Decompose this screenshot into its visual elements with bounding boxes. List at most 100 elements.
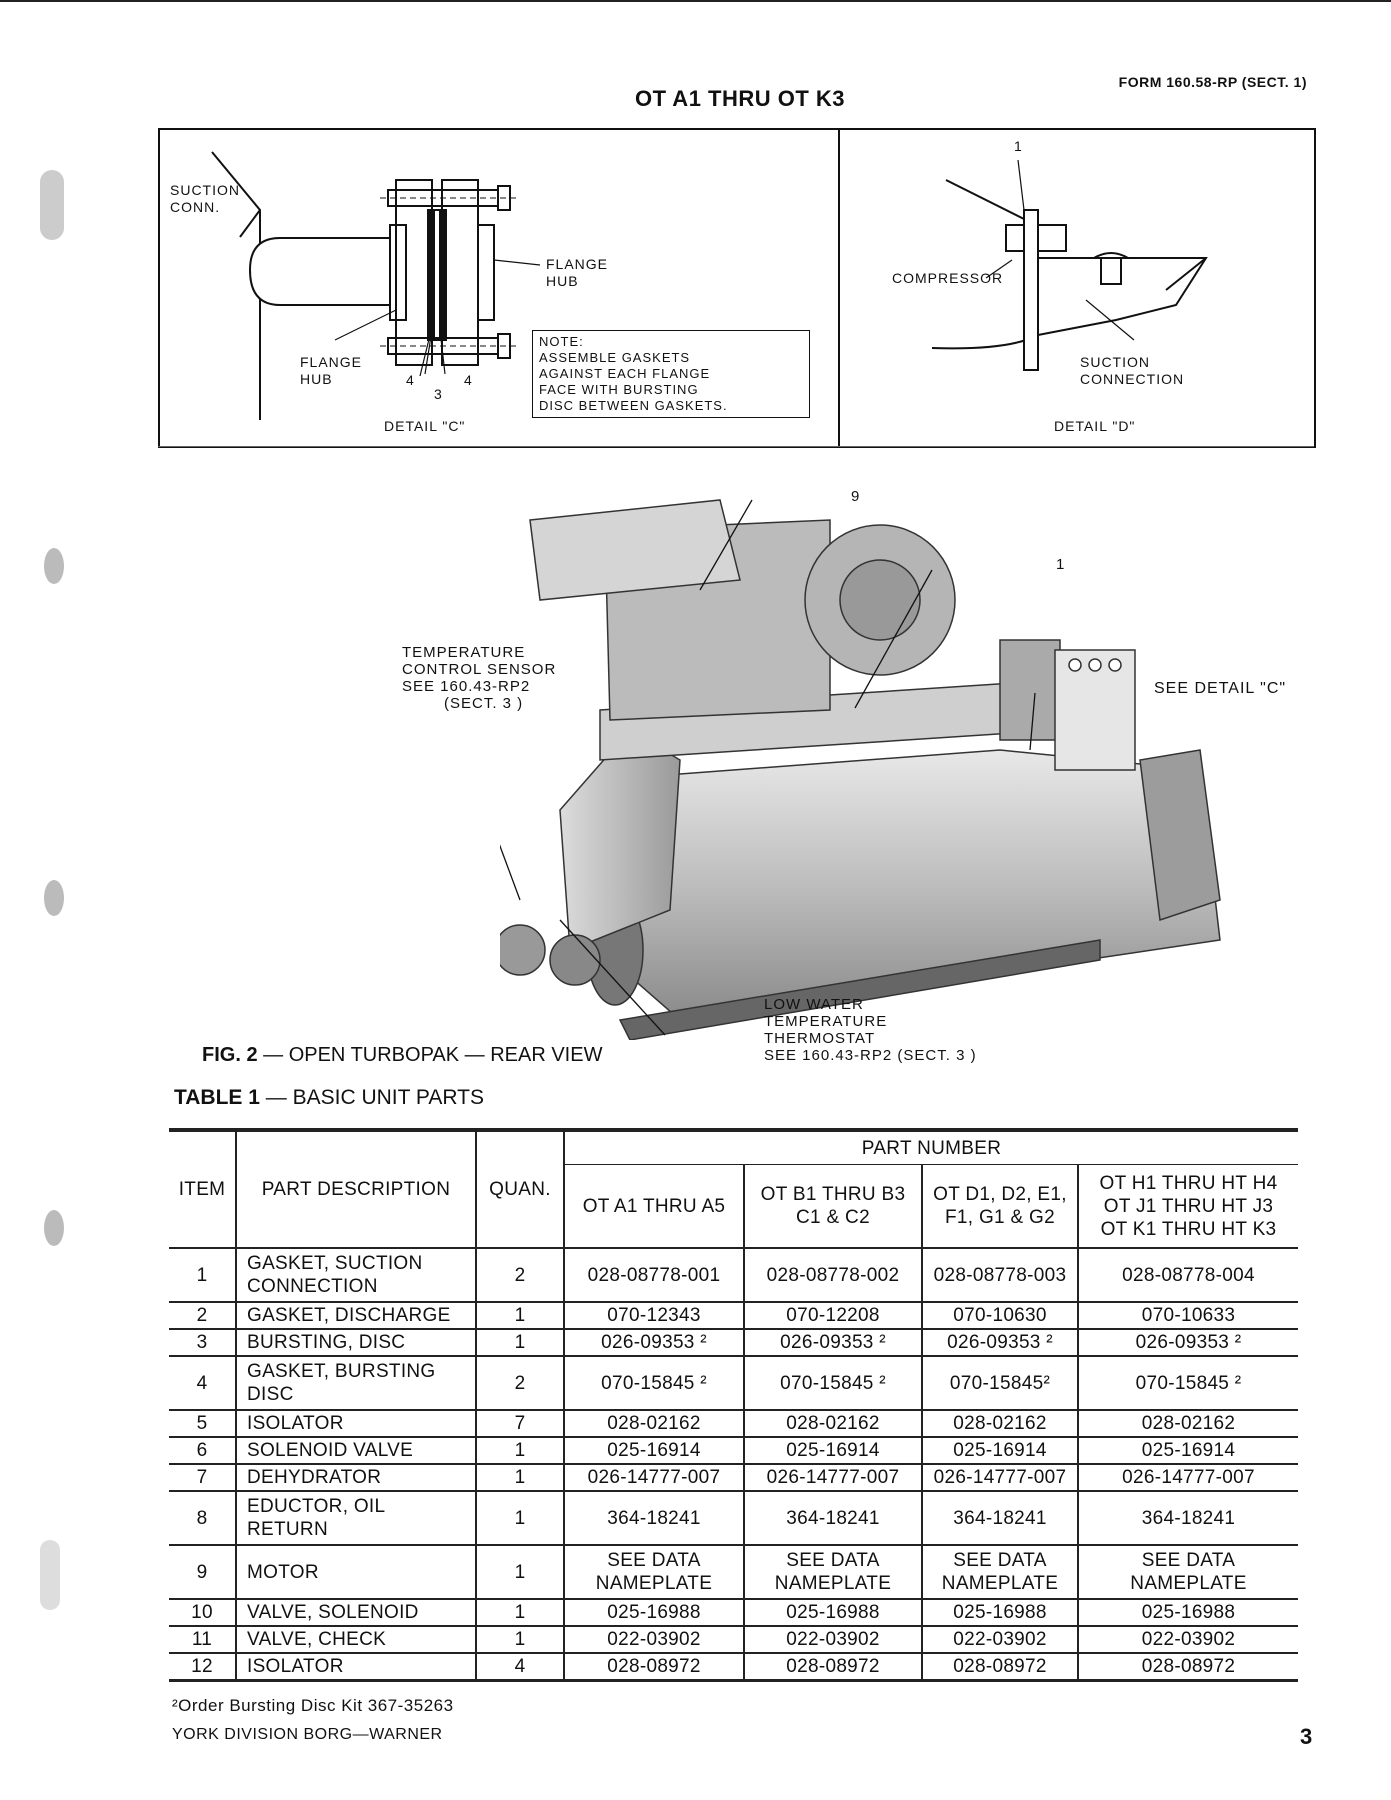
cell-part-number: 025-16914 [564, 1437, 745, 1465]
cell-part-number: 070-12343 [564, 1302, 745, 1330]
cell-description: SOLENOID VALVE [236, 1437, 477, 1465]
cell-item: 1 [169, 1248, 237, 1303]
col-header-part-number: PART NUMBER [564, 1128, 1298, 1165]
col-header-item: ITEM [169, 1128, 237, 1249]
cell-item: 5 [169, 1410, 237, 1438]
detail-c-caption: DETAIL "C" [384, 418, 466, 434]
detail-divider [158, 446, 1314, 447]
cell-quantity: 1 [476, 1437, 565, 1465]
cell-part-number: 028-08778-002 [744, 1248, 923, 1303]
binder-hole-mark [44, 880, 64, 916]
cell-part-number: 026-14777-007 [922, 1464, 1079, 1492]
col-header-pn-3: OT D1, D2, E1,F1, G1 & G2 [922, 1164, 1079, 1249]
binder-hole-mark [44, 1210, 64, 1246]
gasket-note: NOTE: ASSEMBLE GASKETS AGAINST EACH FLAN… [532, 330, 810, 418]
cell-quantity: 1 [476, 1545, 565, 1600]
cell-part-number: 028-08972 [1078, 1653, 1298, 1682]
cell-part-number: 070-15845 ² [744, 1356, 923, 1411]
cell-quantity: 1 [476, 1464, 565, 1492]
cell-description: VALVE, CHECK [236, 1626, 477, 1654]
cell-description: ISOLATOR [236, 1653, 477, 1682]
cell-item: 4 [169, 1356, 237, 1411]
cell-part-number: SEE DATA NAMEPLATE [564, 1545, 745, 1600]
cell-item: 11 [169, 1626, 237, 1654]
cell-part-number: 028-08778-001 [564, 1248, 745, 1303]
cell-part-number: 025-16988 [1078, 1599, 1298, 1627]
cell-quantity: 1 [476, 1491, 565, 1546]
cell-part-number: 026-14777-007 [564, 1464, 745, 1492]
see-detail-c-label: SEE DETAIL "C" [1154, 680, 1287, 697]
form-number: FORM 160.58-RP (SECT. 1) [1118, 74, 1307, 90]
cell-part-number: 028-02162 [922, 1410, 1079, 1438]
cell-part-number: 025-16988 [564, 1599, 745, 1627]
callout-1-detail-d: 1 [1014, 138, 1023, 154]
binder-hole-mark [44, 548, 64, 584]
cell-quantity: 7 [476, 1410, 565, 1438]
detail-d-caption: DETAIL "D" [1054, 418, 1136, 434]
cell-part-number: 025-16988 [922, 1599, 1079, 1627]
cell-part-number: 026-09353 ² [1078, 1329, 1298, 1357]
cell-part-number: 364-18241 [922, 1491, 1079, 1546]
cell-item: 2 [169, 1302, 237, 1330]
col-header-pn-1: OT A1 THRU A5 [564, 1164, 745, 1249]
cell-item: 7 [169, 1464, 237, 1492]
cell-item: 12 [169, 1653, 237, 1682]
binder-hole-mark [40, 1540, 60, 1610]
cell-part-number: 028-08972 [922, 1653, 1079, 1682]
low-water-thermostat-label: LOW WATER TEMPERATURE THERMOSTAT SEE 160… [764, 996, 977, 1064]
cell-description: BURSTING, DISC [236, 1329, 477, 1357]
cell-description: ISOLATOR [236, 1410, 477, 1438]
callout-9: 9 [851, 488, 861, 505]
cell-part-number: 028-02162 [1078, 1410, 1298, 1438]
cell-description: DEHYDRATOR [236, 1464, 477, 1492]
col-header-quantity: QUAN. [476, 1128, 565, 1249]
cell-quantity: 2 [476, 1248, 565, 1303]
cell-part-number: 022-03902 [744, 1626, 923, 1654]
cell-part-number: 026-14777-007 [744, 1464, 923, 1492]
cell-part-number: 026-14777-007 [1078, 1464, 1298, 1492]
cell-item: 8 [169, 1491, 237, 1546]
cell-part-number: 028-08778-004 [1078, 1248, 1298, 1303]
cell-part-number: 070-10633 [1078, 1302, 1298, 1330]
cell-part-number: 070-15845² [922, 1356, 1079, 1411]
cell-part-number: 364-18241 [744, 1491, 923, 1546]
cell-part-number: 070-15845 ² [564, 1356, 745, 1411]
cell-quantity: 1 [476, 1329, 565, 1357]
cell-part-number: 028-08972 [564, 1653, 745, 1682]
cell-part-number: 022-03902 [1078, 1626, 1298, 1654]
cell-quantity: 1 [476, 1599, 565, 1627]
cell-quantity: 4 [476, 1653, 565, 1682]
cell-description: GASKET, DISCHARGE [236, 1302, 477, 1330]
figure-caption: FIG. 2 — OPEN TURBOPAK — REAR VIEW [202, 1044, 603, 1066]
callout-4-left: 4 [406, 372, 415, 388]
cell-part-number: SEE DATA NAMEPLATE [922, 1545, 1079, 1600]
cell-part-number: SEE DATA NAMEPLATE [744, 1545, 923, 1600]
cell-part-number: 022-03902 [922, 1626, 1079, 1654]
cell-item: 10 [169, 1599, 237, 1627]
cell-part-number: 028-02162 [744, 1410, 923, 1438]
turbopak-illustration [500, 499, 1221, 1040]
cell-quantity: 1 [476, 1626, 565, 1654]
footer-company: YORK DIVISION BORG—WARNER [172, 1726, 443, 1743]
cell-item: 3 [169, 1329, 237, 1357]
col-header-description: PART DESCRIPTION [236, 1128, 477, 1249]
cell-description: VALVE, SOLENOID [236, 1599, 477, 1627]
cell-part-number: 070-12208 [744, 1302, 923, 1330]
cell-part-number: 028-08778-003 [922, 1248, 1079, 1303]
